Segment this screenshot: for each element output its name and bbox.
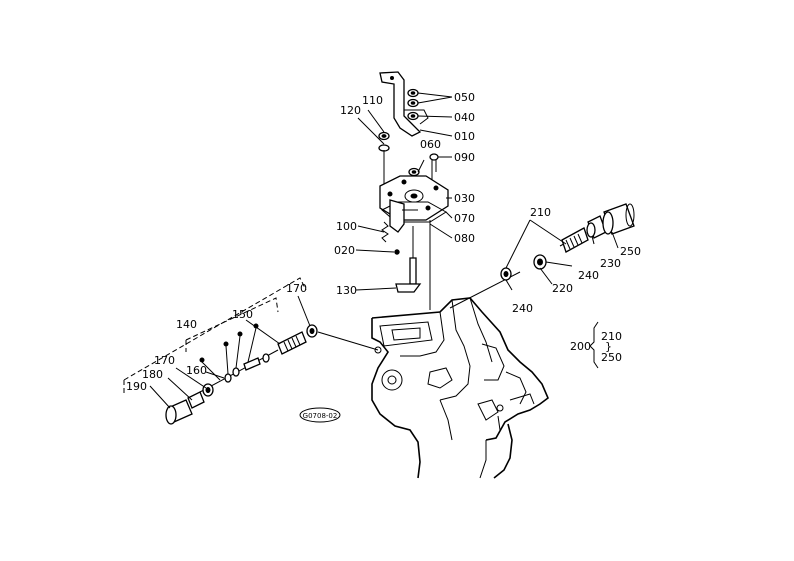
label-190: 190 <box>126 380 147 393</box>
label-110: 110 <box>362 94 383 107</box>
label-170-right: 170 <box>286 282 307 295</box>
right-assembly <box>449 203 635 309</box>
label-100: 100 <box>336 220 357 233</box>
label-150: 150 <box>232 308 253 321</box>
label-240-right: 240 <box>578 269 599 282</box>
label-250: 250 <box>620 245 641 258</box>
leader-lines <box>149 92 619 409</box>
assembly-bracket <box>589 321 599 369</box>
assembly-to: 250 <box>601 351 622 364</box>
label-220: 220 <box>552 282 573 295</box>
ref-code-label: G0708-02 <box>303 412 338 420</box>
assembly-from: 210 <box>601 330 622 343</box>
label-090: 090 <box>454 151 475 164</box>
label-120: 120 <box>340 104 361 117</box>
ref-code-badge <box>299 407 341 423</box>
label-020: 020 <box>334 244 355 257</box>
label-060: 060 <box>420 138 441 151</box>
assembly-mark: } <box>605 340 612 353</box>
label-140: 140 <box>176 318 197 331</box>
assembly-reference: 200 210 } 250 <box>570 330 622 364</box>
label-080: 080 <box>454 232 475 245</box>
label-160: 160 <box>186 364 207 377</box>
housing <box>371 297 549 479</box>
label-070: 070 <box>454 212 475 225</box>
label-210: 210 <box>530 206 551 219</box>
part-labels: 050 040 010 090 060 030 070 080 110 120 … <box>126 91 641 393</box>
label-040: 040 <box>454 111 475 124</box>
upper-assembly <box>378 71 449 310</box>
label-030: 030 <box>454 192 475 205</box>
label-180: 180 <box>142 368 163 381</box>
label-050: 050 <box>454 91 475 104</box>
label-130: 130 <box>336 284 357 297</box>
label-010: 010 <box>454 130 475 143</box>
left-assembly <box>123 277 379 425</box>
label-170-left: 170 <box>154 354 175 367</box>
label-230: 230 <box>600 257 621 270</box>
assembly-number: 200 <box>570 340 591 353</box>
label-240-left: 240 <box>512 302 533 315</box>
